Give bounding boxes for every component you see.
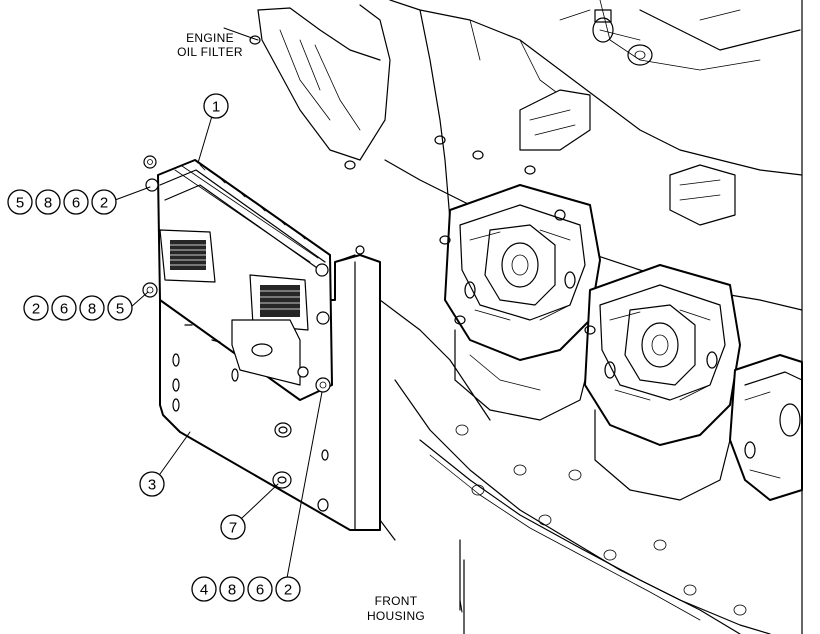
callout-3: 3 [139, 471, 165, 497]
electronic-control-module [142, 155, 333, 401]
callout-upper-left-item: 2 [100, 195, 108, 212]
callout-upper-left-item: 6 [72, 195, 80, 212]
svg-text:3: 3 [148, 477, 156, 494]
svg-text:1: 1 [212, 99, 220, 116]
callout-middle-left-item: 8 [88, 301, 96, 318]
front-housing-line1: FRONT [375, 594, 418, 608]
label-engine-oil-filter: ENGINE OIL FILTER [177, 31, 243, 59]
callout-bottom-item: 4 [200, 582, 208, 599]
callout-7: 7 [220, 514, 246, 540]
engine-oil-filter-line1: ENGINE [186, 31, 234, 45]
callout-upper-left-item: 5 [16, 195, 24, 212]
callout-middle-left-item: 5 [116, 301, 124, 318]
callout-group-middle-left: 2 6 8 5 [23, 295, 133, 321]
callout-middle-left-item: 6 [60, 301, 68, 318]
callout-middle-left-item: 2 [32, 301, 40, 318]
leader-lines [114, 27, 463, 613]
callout-upper-left-item: 8 [44, 195, 52, 212]
callout-bottom-item: 2 [284, 582, 292, 599]
callout-group-upper-left: 5 8 6 2 [7, 189, 117, 215]
front-housing-line2: HOUSING [367, 609, 425, 623]
svg-text:7: 7 [229, 520, 237, 537]
engine-oil-filter-line2: OIL FILTER [177, 45, 243, 59]
engine-block-linework [249, 0, 803, 634]
callout-group-bottom: 4 8 6 2 [191, 576, 301, 602]
label-front-housing: FRONT HOUSING [367, 594, 425, 623]
callout-1: 1 [203, 93, 229, 119]
callout-bottom-item: 6 [256, 582, 264, 599]
callout-bottom-item: 8 [228, 582, 236, 599]
